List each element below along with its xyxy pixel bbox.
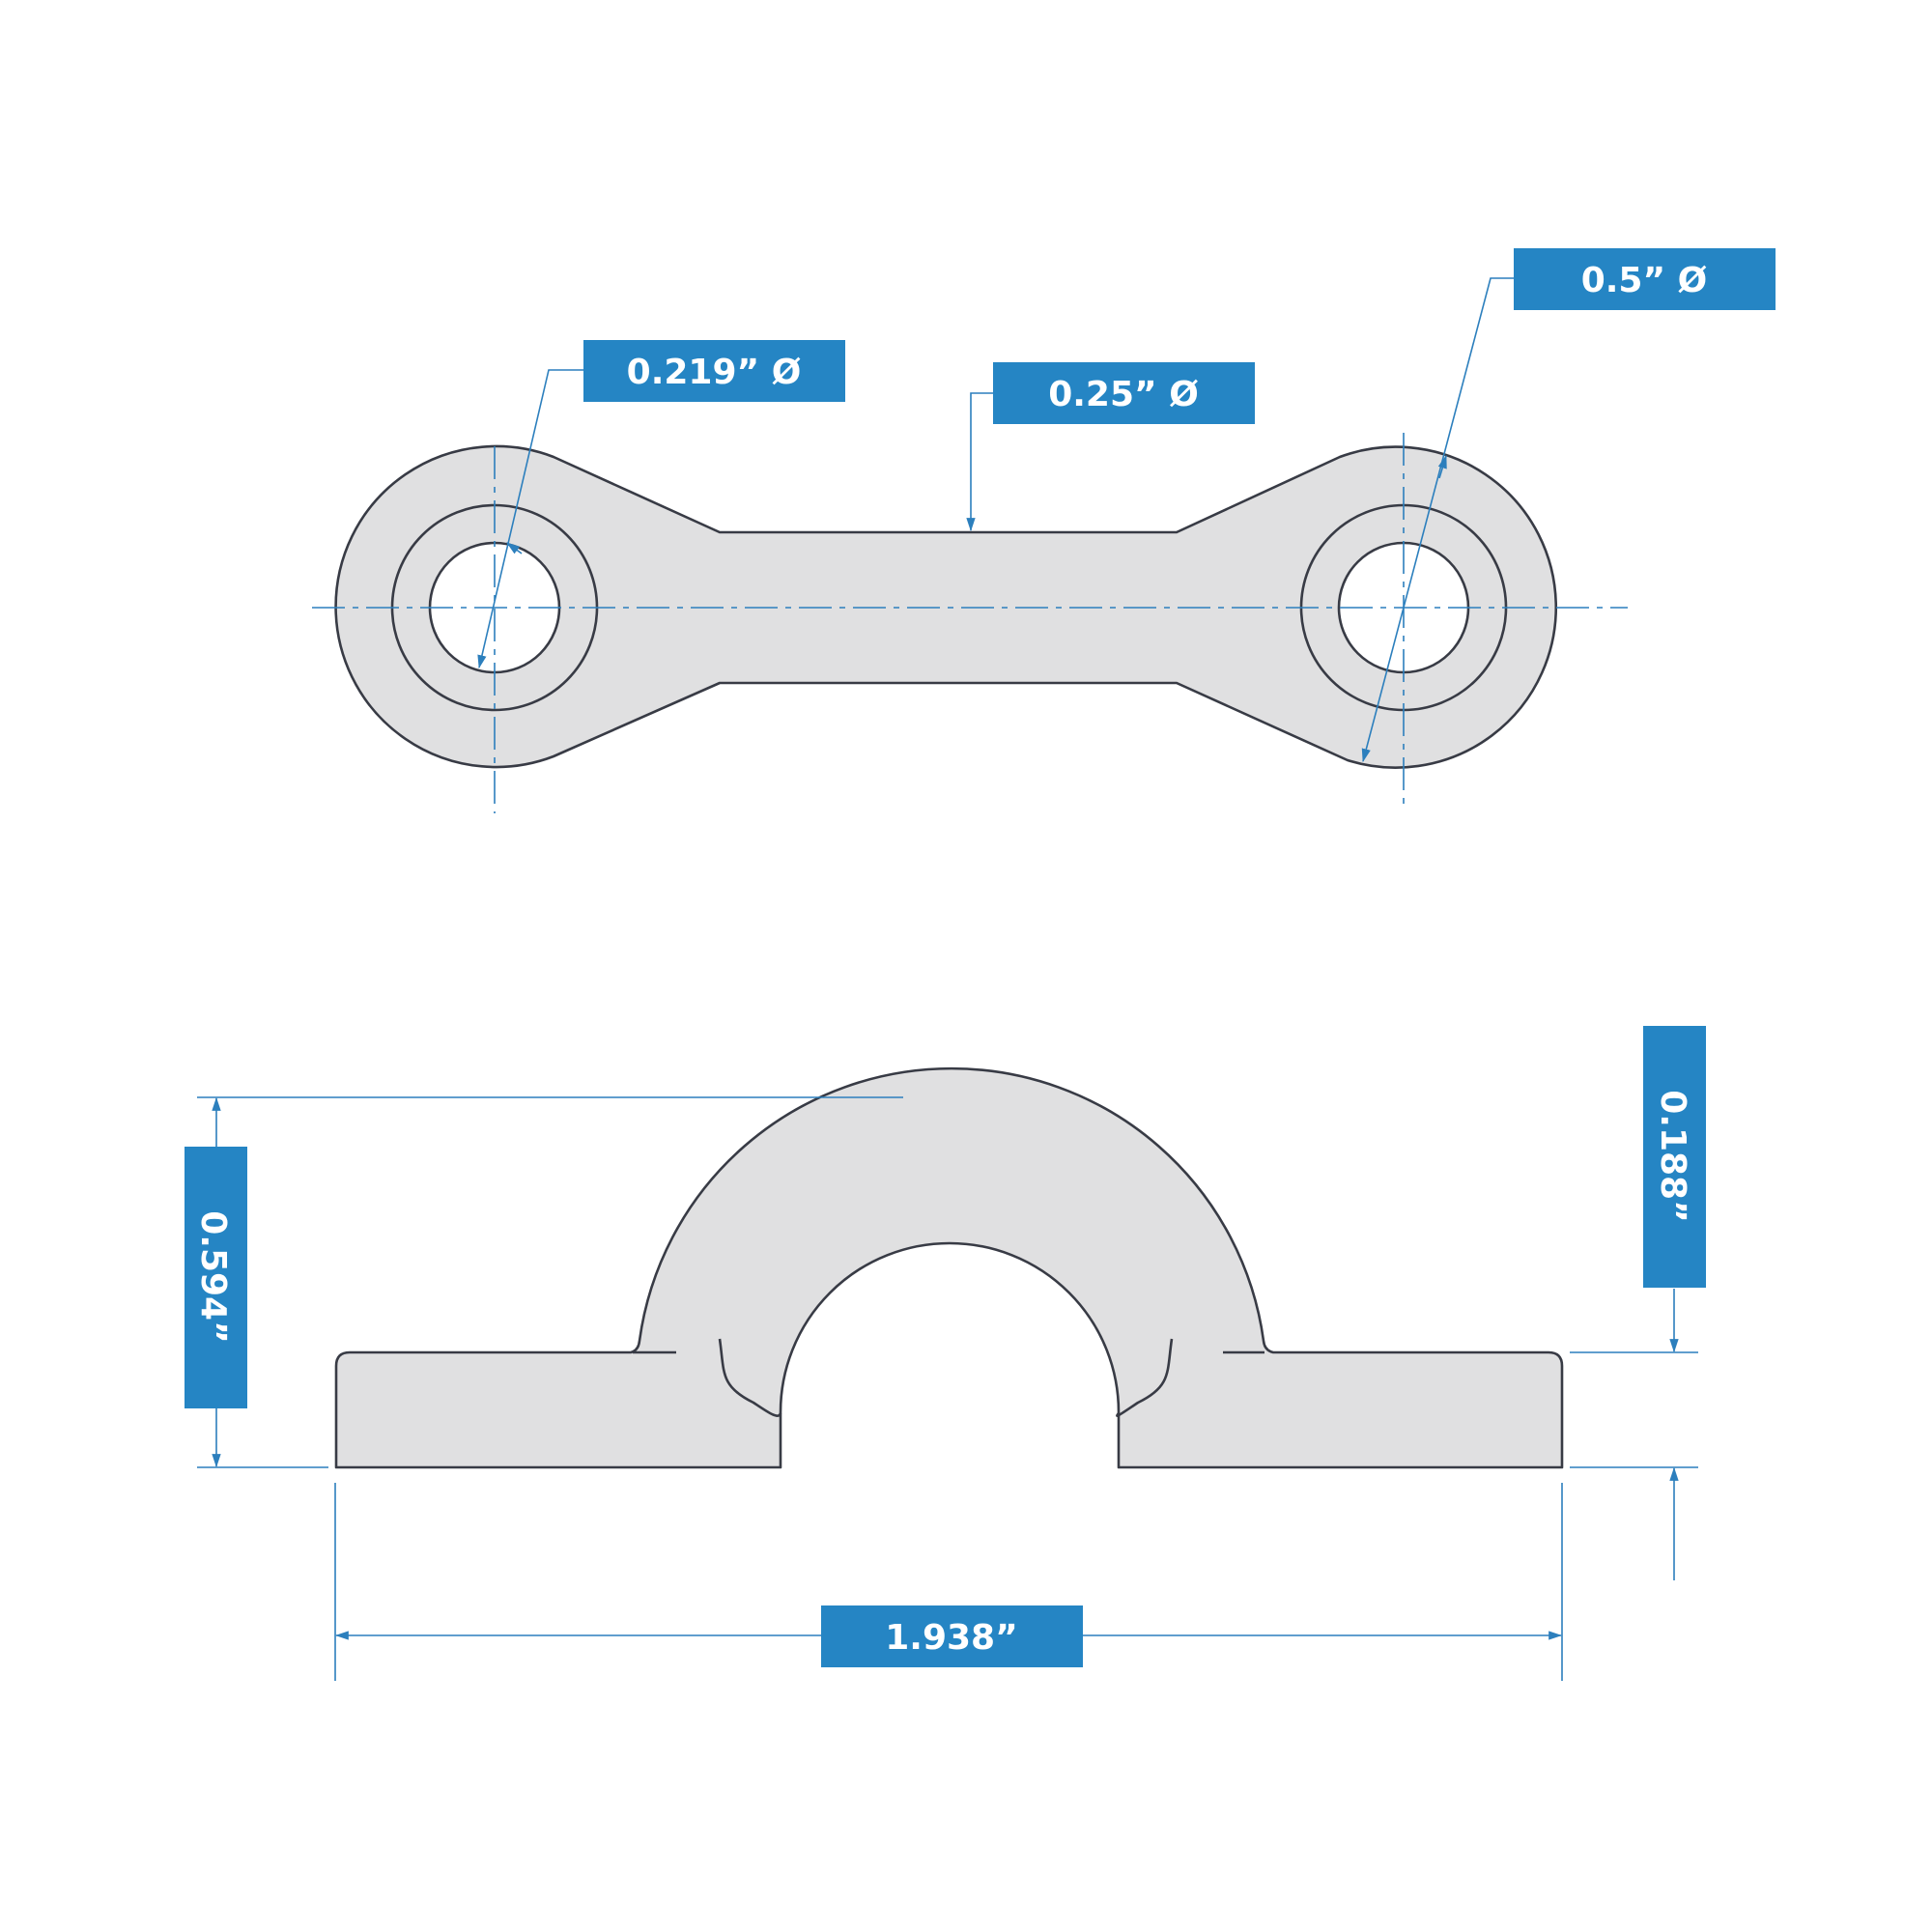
right-fillet-curve: [1116, 1338, 1174, 1417]
length-dimension: 1.938”: [334, 1483, 1563, 1681]
outer-eye-arrow-up: [1437, 454, 1447, 479]
length-label-box: [821, 1605, 1083, 1667]
length-label: 1.938”: [885, 1618, 1018, 1658]
outer-eye-label-box: [1514, 248, 1776, 310]
inner-hole-arrow-up: [506, 542, 523, 554]
height-dimension: 0.594”: [185, 1096, 903, 1468]
side-view-outline: [334, 1066, 1564, 1469]
bar-width-callout: 0.25” Ø: [966, 362, 1255, 532]
left-fillet-curve: [718, 1338, 782, 1417]
bar-width-label-box: [993, 362, 1255, 424]
outer-eye-label: 0.5” Ø: [1581, 261, 1708, 300]
outer-eye-callout: 0.5” Ø: [1361, 248, 1776, 763]
outer-eye-leader: [1361, 277, 1514, 763]
bar-width-leader: [966, 392, 993, 532]
inner-hole-leader: [477, 369, 583, 669]
top-view: [312, 433, 1628, 813]
thickness-label: 0.188”: [1653, 1090, 1692, 1223]
side-view: [334, 1066, 1564, 1469]
inner-hole-callout: 0.219” Ø: [477, 340, 845, 669]
inner-hole-label-box: [583, 340, 845, 402]
height-label: 0.594”: [193, 1210, 233, 1344]
top-view-outline: [334, 444, 1558, 769]
bar-width-label: 0.25” Ø: [1048, 375, 1199, 414]
thickness-dimension: 0.188”: [1570, 1026, 1706, 1580]
inner-hole-label: 0.219” Ø: [627, 353, 802, 392]
thickness-label-box: [1643, 1026, 1706, 1288]
height-label-box: [185, 1147, 247, 1408]
